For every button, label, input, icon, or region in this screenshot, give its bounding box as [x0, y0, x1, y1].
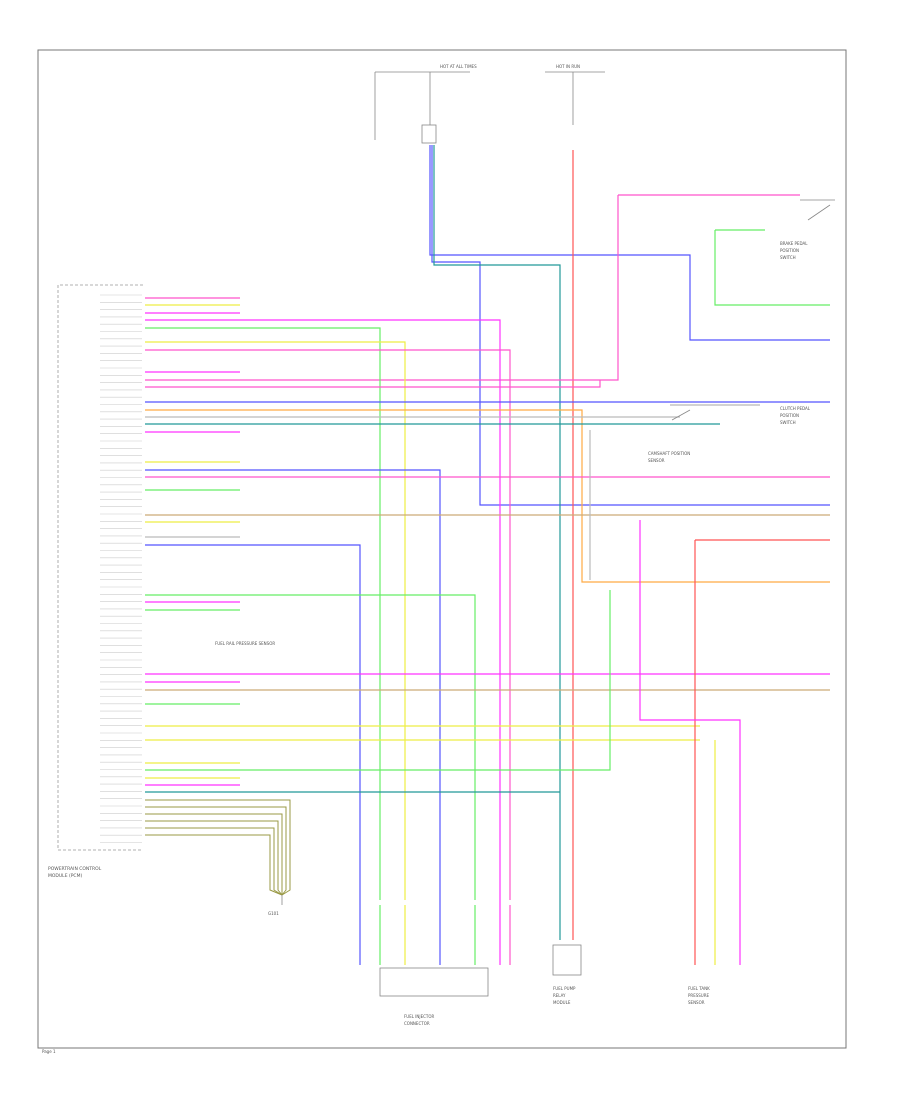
connector-1-line2: CONNECTOR	[404, 1021, 430, 1026]
wire-blue-2	[431, 145, 830, 506]
wire-pink-pcm	[145, 195, 619, 381]
ground-symbol: G101	[268, 895, 283, 916]
clutch-switch: CLUTCH PEDAL POSITION SWITCH	[670, 404, 811, 425]
connector-2-line1: FUEL PUMP	[553, 986, 576, 991]
wire	[145, 341, 406, 900]
connector-2-line2: RELAY	[553, 993, 566, 998]
wire	[639, 520, 741, 965]
pcm-pin-rows	[100, 294, 142, 843]
right-label-2c: SWITCH	[780, 420, 796, 425]
injector-connector: FUEL INJECTOR CONNECTOR	[379, 967, 489, 1026]
connector-1-line1: FUEL INJECTOR	[404, 1014, 435, 1019]
pressure-sensor-label: FUEL RAIL PRESSURE SENSOR	[215, 641, 275, 646]
wire	[145, 380, 601, 388]
wire	[145, 469, 441, 905]
wire	[145, 319, 501, 905]
fuse-block-a: HOT AT ALL TIMES	[374, 64, 477, 144]
mid-label-a: CAMSHAFT POSITION	[648, 451, 690, 456]
fuse-a-label: HOT AT ALL TIMES	[440, 64, 477, 69]
wire	[145, 327, 381, 900]
wire	[145, 544, 361, 905]
brake-switch: BRAKE PEDAL POSITION SWITCH	[780, 199, 835, 260]
wire-ground	[145, 827, 283, 896]
wire	[145, 409, 830, 583]
wire	[145, 349, 511, 900]
fuse-b-label: HOT IN RUN	[556, 64, 580, 69]
page-label: Page 1	[42, 1049, 56, 1054]
pcm-label-2: MODULE (PCM)	[48, 873, 82, 879]
right-label-2a: CLUTCH PEDAL	[780, 406, 811, 411]
right-label-1b: POSITION	[780, 248, 799, 253]
ground-label: G101	[268, 911, 279, 916]
fuel-pump-relay: FUEL PUMP RELAY MODULE	[552, 944, 582, 1005]
mid-label-b: SENSOR	[648, 458, 665, 463]
connector-2-line3: MODULE	[553, 1000, 571, 1005]
right-label-1c: SWITCH	[780, 255, 796, 260]
connector-3-line1: FUEL TANK	[688, 986, 710, 991]
wire-ground	[145, 806, 287, 896]
wire-harness	[145, 145, 830, 965]
wire-ground	[145, 813, 283, 895]
fuel-tank-sensor: FUEL TANK PRESSURE SENSOR	[688, 986, 710, 1005]
fuse-block-b: HOT IN RUN	[545, 64, 605, 125]
right-label-2b: POSITION	[780, 413, 799, 418]
wire-ground	[145, 834, 283, 896]
connector-3-line3: SENSOR	[688, 1000, 705, 1005]
pcm-outline	[57, 284, 143, 851]
wire-teal-main	[433, 145, 561, 940]
wire-blue-top	[429, 145, 830, 341]
pcm-label-1: POWERTRAIN CONTROL	[48, 866, 102, 872]
right-label-1a: BRAKE PEDAL	[780, 241, 808, 246]
wire-ground	[145, 799, 291, 896]
wire-ground	[145, 820, 283, 896]
wire	[145, 590, 611, 771]
connector-3-line2: PRESSURE	[688, 993, 710, 998]
wire	[145, 594, 476, 900]
diagram-frame	[37, 49, 847, 1049]
wire-green-out	[714, 230, 830, 306]
